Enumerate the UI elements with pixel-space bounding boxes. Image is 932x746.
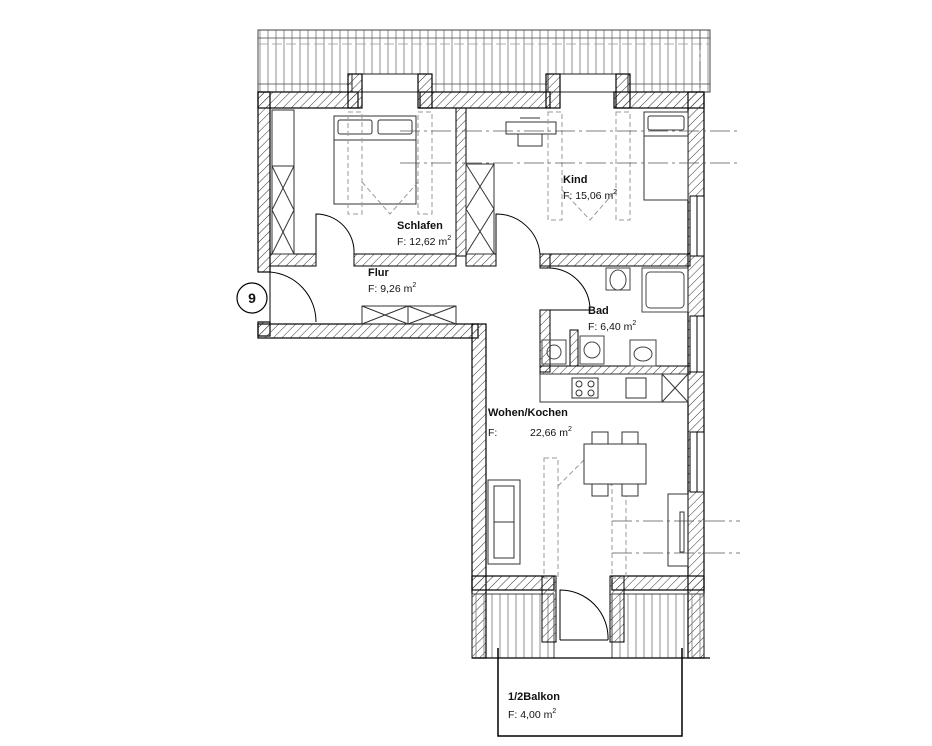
flur-cabinet — [361, 305, 457, 325]
room-name-kind: Kind — [563, 174, 587, 186]
room-name-flur: Flur — [368, 267, 389, 279]
kitchen-counter — [539, 373, 689, 403]
unit-number: 9 — [248, 290, 256, 306]
room-area-schlafen: F: 12,62 m2 — [397, 235, 451, 248]
sofa — [487, 479, 521, 565]
room-area-bad: F: 6,40 m2 — [588, 320, 636, 333]
bath-fixtures — [541, 267, 689, 367]
roof-top — [257, 29, 711, 93]
double-bed — [333, 115, 417, 205]
axis-lines — [400, 30, 740, 554]
unit-number-badge: 9 — [236, 282, 268, 314]
doors — [262, 213, 609, 641]
single-bed — [643, 111, 689, 201]
room-area-label-wohnen: F: — [488, 427, 497, 439]
room-area-value-wohnen: 22,66 m2 — [530, 426, 572, 439]
room-name-schlafen: Schlafen — [397, 220, 443, 232]
room-name-bad: Bad — [588, 305, 609, 317]
wardrobe-kind — [465, 163, 495, 255]
room-area-kind: F: 15,06 m2 — [563, 189, 617, 202]
room-name-balkon: 1/2Balkon — [508, 691, 560, 703]
tv-cabinet — [667, 493, 689, 567]
room-area-balkon: F: 4,00 m2 — [508, 708, 556, 721]
interior-walls — [269, 107, 691, 375]
room-labels: Schlafen F: 12,62 m2 Kind F: 15,06 m2 Fl… — [368, 174, 636, 721]
room-area-flur: F: 9,26 m2 — [368, 282, 416, 295]
desk — [505, 117, 557, 147]
balcony — [497, 648, 683, 737]
dining-set — [583, 431, 647, 497]
wardrobe-schlafen — [271, 109, 295, 255]
roof-bottom — [471, 575, 710, 659]
right-windows — [689, 195, 705, 493]
room-name-wohnen: Wohen/Kochen — [488, 407, 568, 419]
